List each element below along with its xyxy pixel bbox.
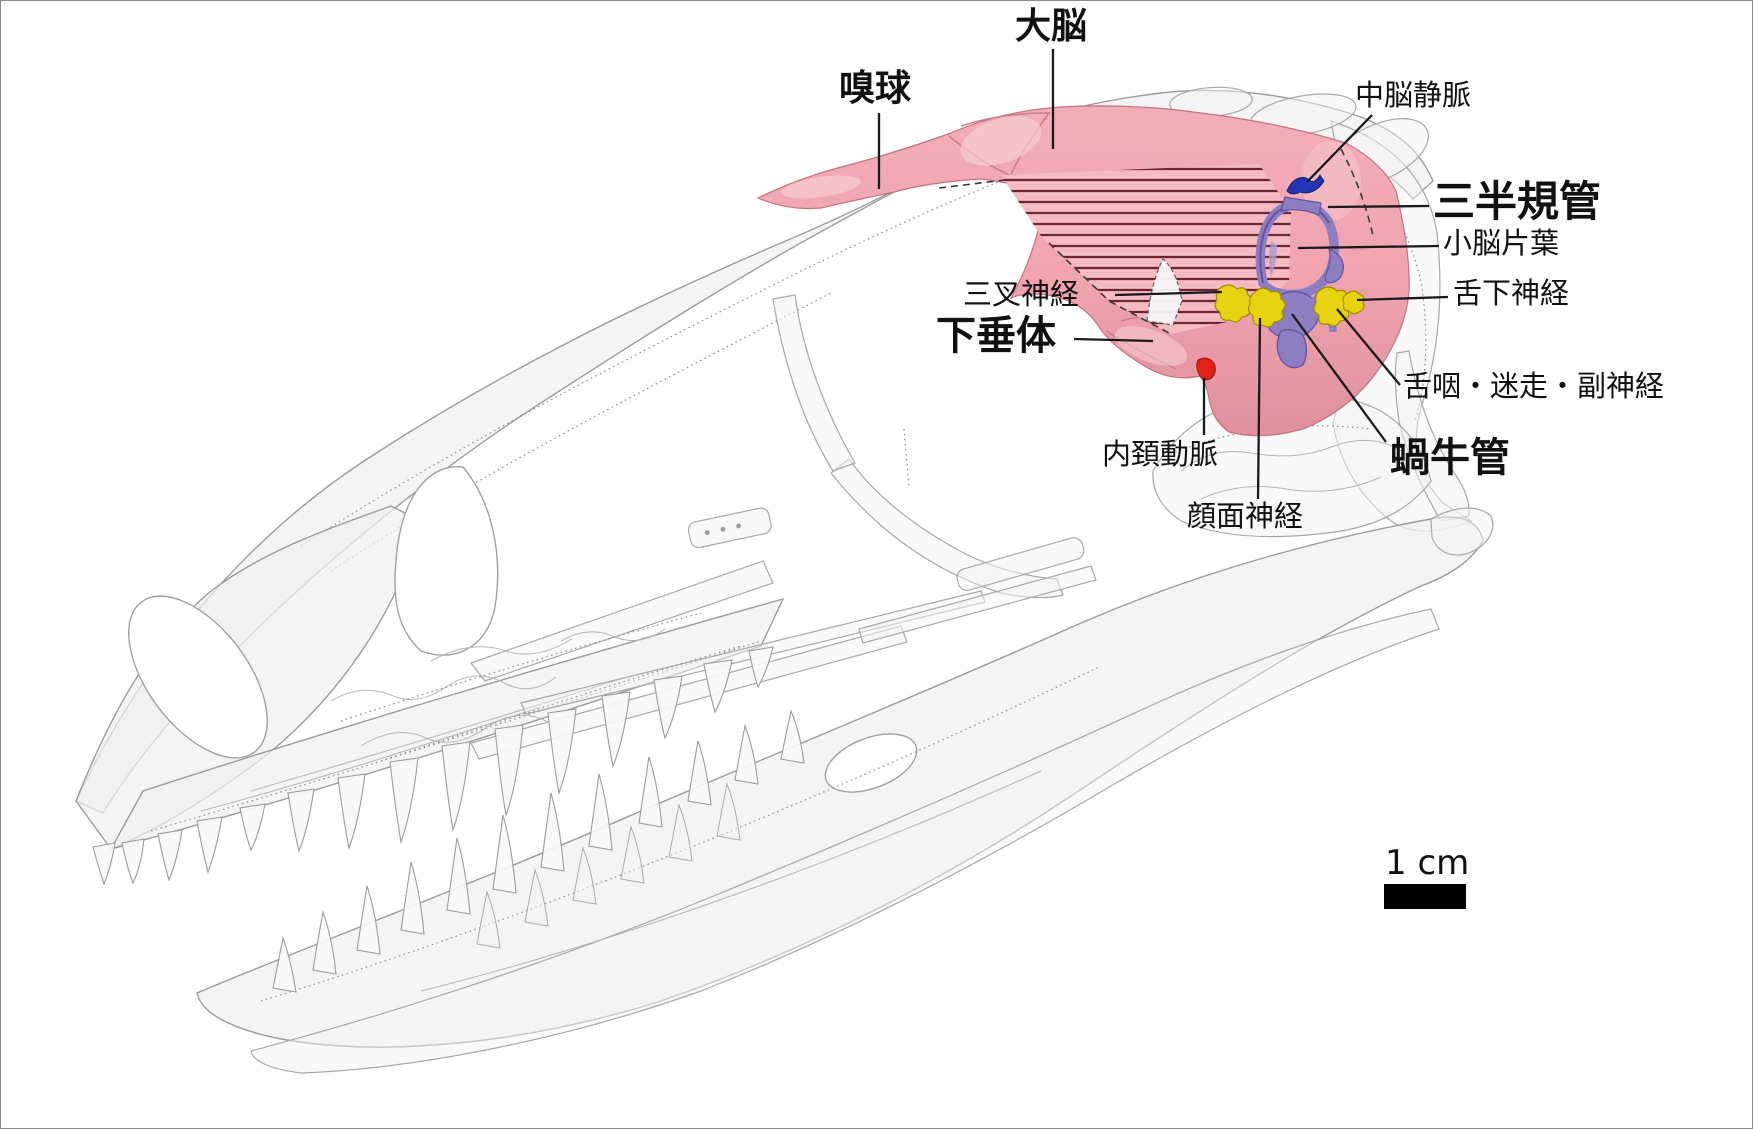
label-glossopharyngeal-vagus-accessory: 舌咽・迷走・副神経: [1403, 369, 1665, 403]
label-midbrain-vein: 中脳静脈: [1355, 78, 1472, 112]
palate-texture: [330, 612, 742, 762]
cochlear-duct-shape: [1276, 329, 1308, 369]
leader-lines: [877, 49, 1449, 500]
skull: [75, 86, 1494, 1074]
mandible-right: [250, 608, 1440, 1074]
label-trigeminal-nerve: 三叉神経: [963, 277, 1080, 311]
scale-bar: [1384, 884, 1466, 909]
label-cerebellar-flocculus: 小脳片葉: [1443, 226, 1560, 260]
upper-teeth: [92, 646, 774, 886]
brain-endocast: [756, 105, 1410, 437]
label-pituitary: 下垂体: [936, 313, 1056, 359]
epipterygoid-rod: [956, 537, 1085, 592]
label-facial-nerve: 顔面神経: [1187, 499, 1304, 533]
dorsum-sellae-gap: [1146, 258, 1183, 326]
cranial-nerves: [1214, 284, 1365, 328]
naris-fenestra: [128, 595, 268, 759]
mandibular-fenestra: [824, 733, 918, 793]
label-olfactory-bulb: 嗅球: [839, 68, 912, 109]
carotid-artery-shape: [1196, 357, 1216, 381]
midbrain-vein-shape: [1286, 174, 1325, 195]
label-cochlear-duct: 蝸牛管: [1390, 435, 1510, 481]
maxilla: [109, 597, 785, 851]
label-cerebrum: 大脳: [1015, 6, 1088, 47]
lower-teeth: [272, 709, 805, 993]
scale-bar-label: 1 cm: [1385, 843, 1470, 883]
label-internal-carotid-artery: 内頚動脈: [1102, 437, 1219, 471]
antorbital-fenestra: [394, 466, 499, 656]
postorbital-bar: [772, 294, 856, 472]
lower-teeth-far-side: [476, 782, 741, 949]
label-semicircular-canals: 三半規管: [1433, 177, 1602, 226]
jugal-arc: [830, 458, 1064, 599]
label-hypoglossal-nerve: 舌下神経: [1453, 276, 1570, 310]
hyoid-rod: [687, 507, 772, 549]
retroarticular: [1430, 507, 1494, 556]
